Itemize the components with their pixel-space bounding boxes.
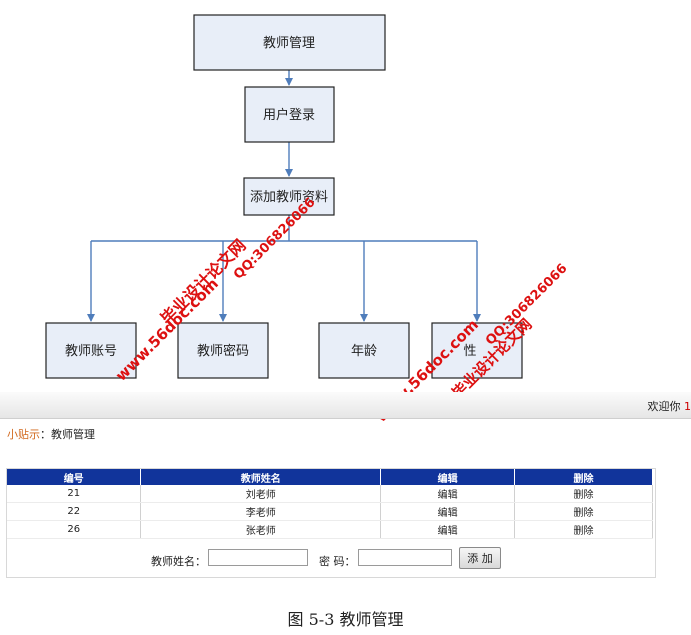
figure-caption: 图 5-3 教师管理 [287,610,404,629]
column-header-name: 教师姓名 [140,469,382,485]
welcome-label: 欢迎你 [647,400,681,413]
teacher-name-label: 教师姓名： [151,555,206,568]
node-child-4-label: 性 [463,344,476,359]
welcome-user: 1 [684,400,691,413]
node-login: 用户登录 [244,86,335,143]
cell-name: 李老师 [140,502,382,521]
cell-id: 22 [7,502,142,521]
teacher-management-flow-diagram: 教师管理 用户登录 添加教师资料 教师账号 教师密码 年龄 性 [45,14,523,379]
delete-link[interactable]: 删除 [514,520,653,539]
teacher-table-panel: 编号 教师姓名 编辑 删除 21 刘老师 编辑 删除 22 李老师 编辑 删除 [6,468,656,578]
tip-label: 小贴示 [7,428,40,441]
node-child-3: 年龄 [318,322,410,379]
table-header-row: 编号 教师姓名 编辑 删除 [7,469,653,485]
node-child-3-label: 年龄 [351,344,377,359]
node-child-4: 性 [431,322,523,379]
cell-id: 26 [7,520,142,539]
tip-separator: ： [40,428,51,441]
edit-link[interactable]: 编辑 [380,502,516,521]
column-header-edit: 编辑 [380,469,516,485]
password-label: 密 码： [319,555,356,568]
tip-text: 教师管理 [51,428,95,441]
password-input[interactable] [358,549,452,566]
node-child-1: 教师账号 [45,322,137,379]
table-row: 26 张老师 编辑 删除 [7,520,653,539]
node-child-2: 教师密码 [177,322,269,379]
node-add-label: 添加教师资料 [250,189,328,205]
teacher-table: 编号 教师姓名 编辑 删除 21 刘老师 编辑 删除 22 李老师 编辑 删除 [7,469,653,539]
column-header-id: 编号 [7,469,142,485]
edit-link[interactable]: 编辑 [380,485,516,503]
top-bar: 欢迎你 1 [0,392,691,419]
cell-name: 张老师 [140,520,382,539]
edit-link[interactable]: 编辑 [380,520,516,539]
table-row: 21 刘老师 编辑 删除 [7,485,653,503]
delete-link[interactable]: 删除 [514,485,653,503]
cell-name: 刘老师 [140,485,382,503]
node-root-label: 教师管理 [263,35,315,51]
node-add: 添加教师资料 [243,177,335,216]
system-screenshot: 欢迎你 1 小贴示：教师管理 编号 教师姓名 编辑 删除 21 刘老师 [0,392,691,600]
column-header-delete: 删除 [514,469,653,485]
node-child-2-label: 教师密码 [197,343,249,359]
welcome-text: 欢迎你 1 [648,398,691,414]
teacher-name-input[interactable] [208,549,308,566]
tip-bar: 小贴示：教师管理 [7,426,95,442]
add-button[interactable]: 添 加 [459,547,501,569]
node-root: 教师管理 [193,14,386,71]
connectors [87,70,481,322]
table-row: 22 李老师 编辑 删除 [7,502,653,521]
node-child-1-label: 教师账号 [65,343,117,359]
cell-id: 21 [7,485,142,503]
delete-link[interactable]: 删除 [514,502,653,521]
node-login-label: 用户登录 [263,107,315,123]
